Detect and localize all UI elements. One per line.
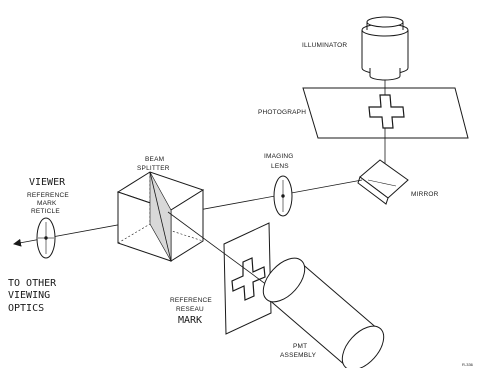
to-other-viewing-optics-line1: TO OTHER <box>8 278 57 289</box>
to-other-viewing-optics-line3: OPTICS <box>8 303 44 314</box>
illuminator-icon <box>362 17 408 80</box>
photograph-plane <box>303 88 468 138</box>
beam-splitter-icon <box>118 172 203 261</box>
reference-reseau-label-line3: MARK <box>178 315 202 326</box>
reference-reseau-label-line1: REFERENCE <box>170 297 212 304</box>
mirror-icon <box>358 160 408 204</box>
beam-splitter-label-line1: BEAM <box>145 156 164 163</box>
photograph-label: PHOTOGRAPH <box>258 109 306 116</box>
imaging-lens-icon <box>274 176 292 216</box>
figure-code: R-336 <box>462 362 474 367</box>
pmt-assembly-label-line1: PMT <box>293 343 307 350</box>
imaging-lens-label-line1: IMAGING <box>264 153 294 160</box>
reference-reseau-label-line2: RESEAU <box>176 306 204 313</box>
pmt-assembly-icon <box>255 251 391 368</box>
reference-mark-reticle-label-line3: RETICLE <box>31 208 60 215</box>
imaging-lens-label-line2: LENS <box>271 163 289 170</box>
reference-reseau-plate <box>224 223 271 334</box>
pmt-assembly-label-line2: ASSEMBLY <box>280 352 317 359</box>
reference-mark-reticle-label-line1: REFERENCE <box>27 192 69 199</box>
viewer-label: VIEWER <box>29 177 66 188</box>
to-other-viewing-optics-line2: VIEWING <box>8 290 50 301</box>
beam-splitter-label-line2: SPLITTER <box>137 165 170 172</box>
reference-mark-reticle-icon <box>37 218 55 258</box>
mirror-label: MIRROR <box>411 191 439 198</box>
reference-mark-reticle-label-line2: MARK <box>37 200 57 207</box>
illuminator-label: ILLUMINATOR <box>302 42 347 49</box>
